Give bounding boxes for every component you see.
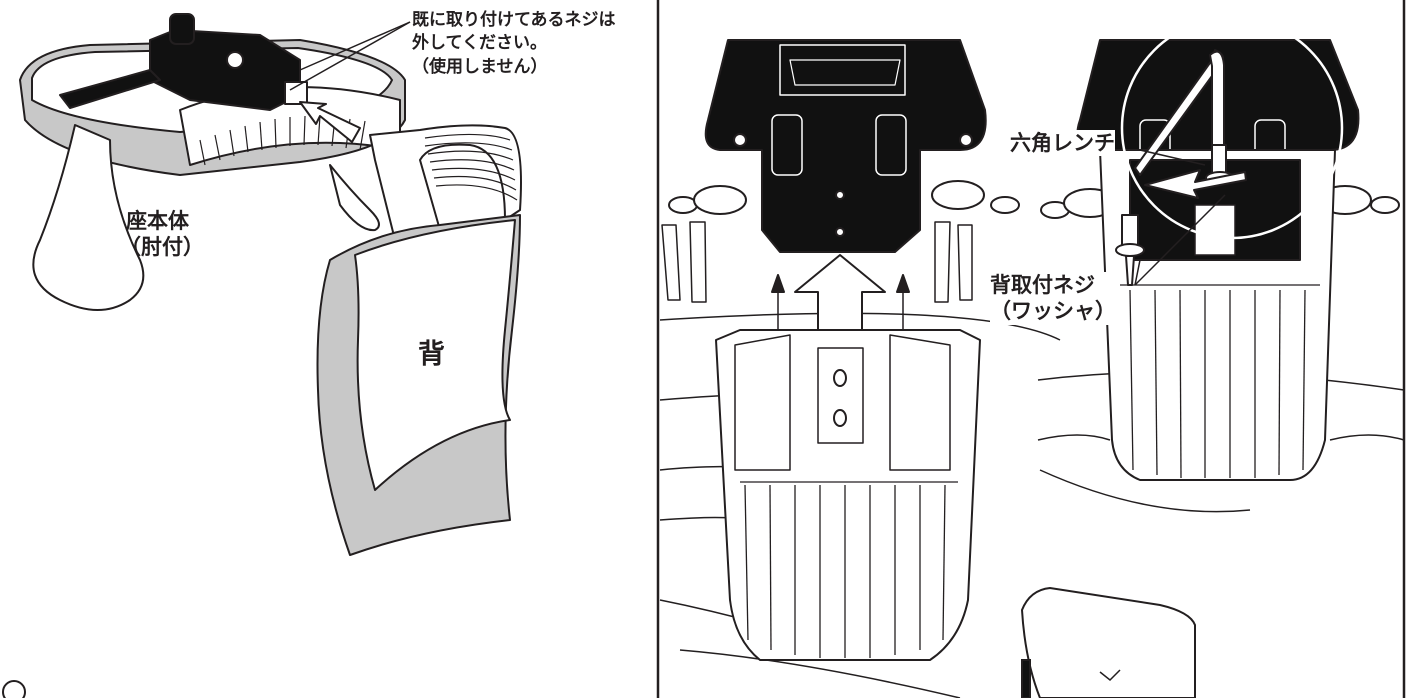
note-leaders (289, 21, 411, 91)
hex-wrench-label: 六角レンチ (1010, 130, 1115, 157)
screw-note-line1: 既に取り付けてあるネジは (412, 10, 616, 30)
back-screw-label: 背取付ネジ （ワッシャ） (990, 272, 1116, 325)
backrest-illustration (316, 124, 522, 556)
screw-note-line3: （使用しません） (412, 56, 548, 77)
screw-note-line2: 外してください。 (412, 33, 547, 54)
seat-body-line2: （肘付） (120, 235, 204, 260)
back-screw-line2: （ワッシャ） (990, 298, 1116, 325)
screw-removal-note: 既に取り付けてあるネジは 外してください。 （使用しません） (412, 10, 616, 80)
back-label: 背 (418, 339, 445, 370)
bracket-alignment-illustration (659, 39, 1061, 698)
back-screw-line1: 背取付ネジ (990, 272, 1116, 299)
seat-body-line1: 座本体 (126, 209, 189, 233)
corner-preview-illustration (1020, 586, 1196, 698)
screw-install-illustration (1037, 16, 1405, 513)
step-marker-icon (2, 680, 26, 698)
frame-lines (656, 0, 1406, 698)
seat-body-label: 座本体 （肘付） (120, 208, 204, 261)
